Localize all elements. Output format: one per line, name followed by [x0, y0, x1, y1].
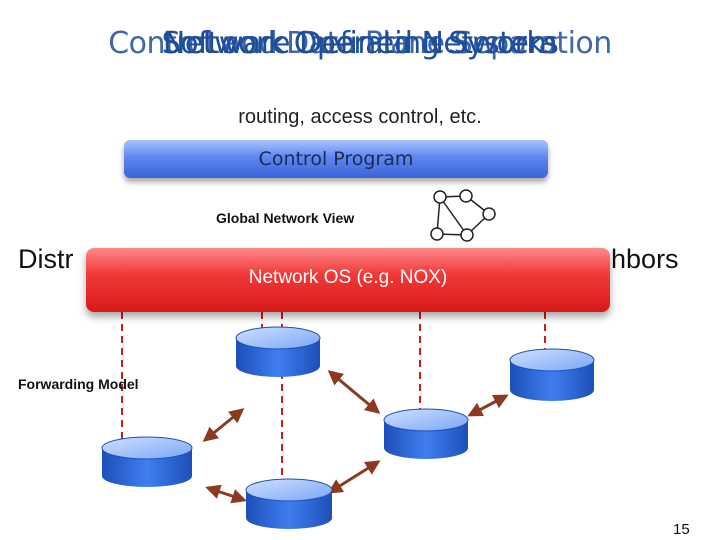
switch-4: [101, 436, 193, 487]
network-os-box: Network OS (e.g. NOX): [86, 248, 610, 312]
network-os-label: Network OS (e.g. NOX): [248, 267, 448, 288]
global-view-icon: [430, 189, 496, 242]
page-number: 15: [673, 521, 690, 538]
forwarding-model-label: Forwarding Model: [18, 376, 139, 392]
global-network-view-label: Global Network View: [216, 210, 355, 226]
switch-2: [509, 348, 595, 401]
slide-title: Network Operating System: [162, 26, 558, 61]
switch-5: [245, 478, 333, 529]
control-program-label: Control Program: [258, 148, 414, 170]
switch-3: [383, 408, 469, 459]
slide-title-overlap-2: Control and Data Plane Separation: [108, 26, 612, 61]
data-links: [202, 370, 509, 504]
control-program-box: Control Program: [124, 140, 548, 178]
control-apps-label: routing, access control, etc.: [238, 106, 482, 128]
slide-title-overlap: Software Defined Networks: [161, 26, 559, 61]
background-text-left: Distr: [18, 244, 74, 274]
switch-1: [235, 326, 321, 377]
